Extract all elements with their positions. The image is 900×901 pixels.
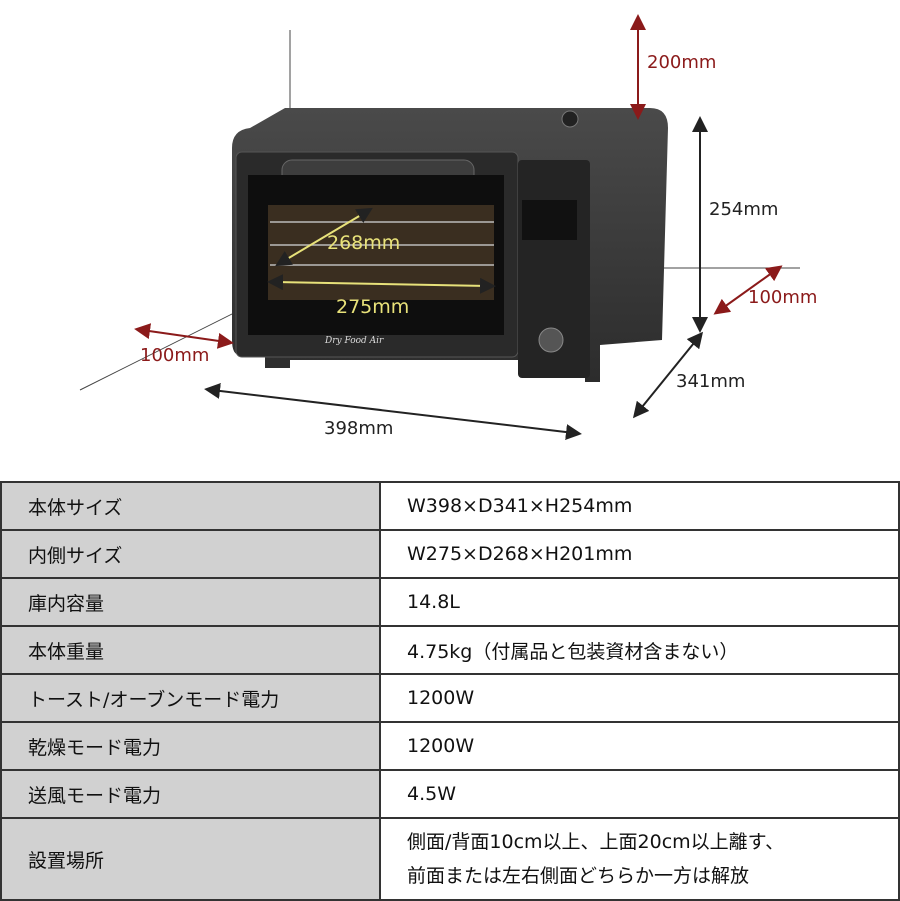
- spec-value-line: 側面/背面10cm以上、上面20cm以上離す、: [407, 831, 785, 853]
- spec-value: 14.8L: [379, 577, 900, 627]
- spec-label: トースト/オーブンモード電力: [0, 673, 381, 723]
- spec-label: 本体重量: [0, 625, 381, 675]
- spec-label: 内側サイズ: [0, 529, 381, 579]
- spec-value-line: 前面または左右側面どちらか一方は解放: [407, 865, 750, 887]
- product-logo: Dry Food Air: [325, 336, 384, 346]
- oven-drawing: [79, 14, 800, 441]
- spec-label: 送風モード電力: [0, 769, 381, 819]
- left-clearance-label: 100mm: [140, 345, 210, 366]
- spec-value: W398×D341×H254mm: [379, 481, 900, 531]
- spec-value: 1200W: [379, 673, 900, 723]
- depth-label: 341mm: [676, 371, 746, 392]
- spec-value: W275×D268×H201mm: [379, 529, 900, 579]
- width-label: 398mm: [324, 418, 394, 439]
- spec-label: 本体サイズ: [0, 481, 381, 531]
- spec-label: 庫内容量: [0, 577, 381, 627]
- spec-label: 設置場所: [0, 817, 381, 901]
- height-label: 254mm: [709, 199, 779, 220]
- inner-depth-label: 268mm: [327, 232, 401, 254]
- table-row: 設置場所側面/背面10cm以上、上面20cm以上離す、前面または左右側面どちらか…: [0, 817, 900, 901]
- top-clearance-label: 200mm: [647, 52, 717, 73]
- oven: [232, 108, 668, 382]
- spec-value: 1200W: [379, 721, 900, 771]
- spec-label: 乾燥モード電力: [0, 721, 381, 771]
- spec-value: 側面/背面10cm以上、上面20cm以上離す、前面または左右側面どちらか一方は解…: [379, 817, 900, 901]
- dimension-arrows: [134, 14, 783, 441]
- product-dimension-illustration: 200mm 254mm 100mm 100mm 341mm 398mm 268m…: [79, 14, 818, 441]
- inner-width-label: 275mm: [336, 296, 410, 318]
- right-clearance-label: 100mm: [748, 287, 818, 308]
- spec-value: 4.5W: [379, 769, 900, 819]
- spec-value: 4.75kg（付属品と包装資材含まない）: [379, 625, 900, 675]
